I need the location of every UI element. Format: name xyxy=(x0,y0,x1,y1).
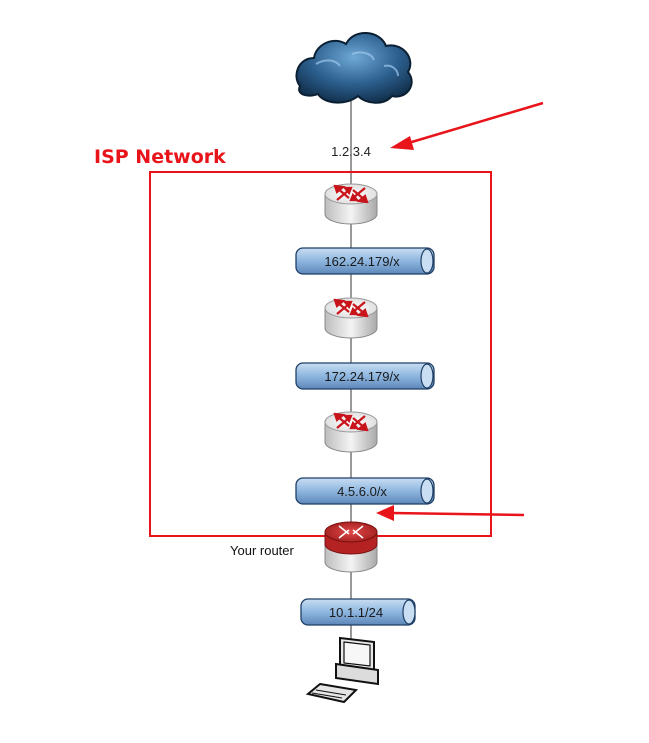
computer-icon xyxy=(305,636,379,704)
internet-ip-label: 1.2.3.4 xyxy=(331,144,371,159)
segment-label: 4.5.6.0/x xyxy=(337,484,387,499)
network-segment: 162.24.179/x xyxy=(295,247,435,275)
arrow-icon xyxy=(390,101,544,150)
segment-label: 162.24.179/x xyxy=(324,254,400,269)
router-icon xyxy=(324,297,378,339)
network-segment: 172.24.179/x xyxy=(295,362,435,390)
isp-network-boundary xyxy=(149,171,492,537)
arrow-icon xyxy=(376,505,525,521)
router-icon xyxy=(324,183,378,225)
segment-label: 172.24.179/x xyxy=(324,369,400,384)
network-segment: 10.1.1/24 xyxy=(300,598,416,626)
firewall-router-icon xyxy=(324,521,378,573)
isp-network-title: ISP Network xyxy=(94,146,226,168)
router-icon xyxy=(324,411,378,453)
cloud-icon xyxy=(295,32,413,104)
your-router-label: Your router xyxy=(230,543,295,558)
segment-label: 10.1.1/24 xyxy=(329,605,383,620)
network-segment: 4.5.6.0/x xyxy=(295,477,435,505)
